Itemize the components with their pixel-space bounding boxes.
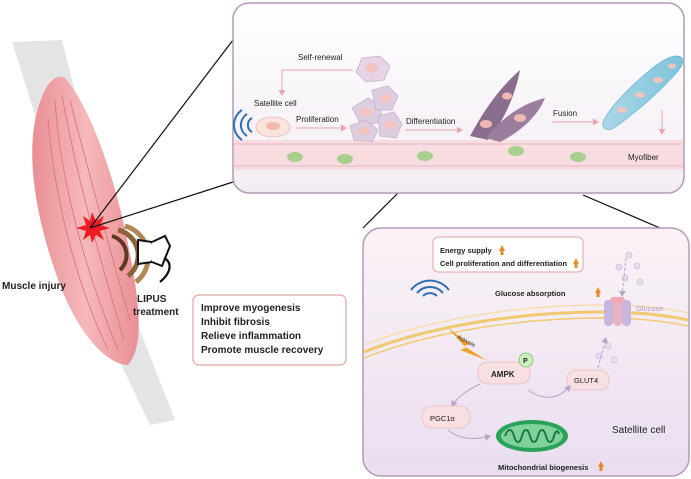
glut4-transporter-icon (604, 297, 631, 326)
ultrasound-transducer-icon (111, 223, 172, 284)
cell-membrane (363, 304, 689, 359)
proliferating-cells (349, 85, 403, 143)
energy-box (432, 236, 584, 273)
ampk-to-glut4-arrow (527, 385, 571, 398)
effects-box (192, 294, 347, 366)
myofiber-label: Myofiber (628, 153, 659, 162)
lipus-label-line2: treatment (133, 307, 179, 318)
effect-item: Promote muscle recovery (201, 345, 324, 356)
energy-supply-label: Energy supply (440, 246, 493, 255)
zoom-line-lower-right (582, 194, 661, 229)
pgc1a-to-mito-arrow (447, 429, 491, 441)
proliferation-label: Proliferation (296, 115, 339, 124)
up-arrow-icon (598, 461, 604, 471)
ampk-label: AMPK (491, 370, 515, 379)
activate-lightning-icon (448, 328, 486, 360)
mitochondria-icon (496, 420, 568, 452)
effect-item: Inhibit fibrosis (201, 317, 270, 328)
phosphate-badge (518, 352, 534, 368)
glucose-label: Glucose (636, 304, 664, 313)
ultrasound-waves-icon (233, 109, 253, 141)
glucose-in-arrow (619, 257, 627, 297)
differentiation-label: Differentiation (406, 117, 455, 126)
phosphate-label: P (523, 358, 528, 365)
myofiber-cell (602, 55, 684, 130)
pgc1a-label: PGC1α (430, 414, 455, 423)
glucose-absorption-label: Glucose absorption (495, 289, 566, 298)
fusion-label: Fusion (553, 109, 577, 118)
satellite-cell-inner-label: Satellite cell (612, 425, 665, 436)
glut4-node (566, 369, 610, 391)
pgc1a-node (421, 405, 471, 429)
myoblast-cells (470, 70, 545, 142)
ampk-node (477, 361, 531, 385)
satellite-cell-label: Satellite cell (254, 99, 297, 108)
up-arrow-icon (499, 245, 505, 255)
muscle-injury-label: Muscle injury (2, 281, 66, 292)
cell-prolif-diff-label: Cell proliferation and differentiation (440, 259, 568, 268)
ampk-to-pgc1a-arrow (451, 383, 481, 407)
self-renewal-arrow (278, 69, 353, 96)
up-arrow-icon (595, 287, 601, 297)
lipus-label-line1: LIPUS (137, 294, 167, 305)
glut4-label: GLUT4 (574, 376, 598, 385)
zoom-line-lower-left (362, 192, 399, 229)
mito-biogenesis-label: Mitochondrial biogenesis (498, 463, 588, 472)
self-renewal-label: Self-renewal (298, 53, 343, 62)
ultrasound-waves-icon (410, 279, 450, 297)
up-arrow-icon (573, 258, 579, 268)
myofiber-band (234, 140, 683, 170)
zoom-line-bottom (89, 181, 234, 229)
satellite-cell-nucleus (266, 122, 280, 130)
effect-item: Improve myogenesis (201, 303, 301, 314)
zoom-line-top (89, 39, 234, 229)
effect-item: Relieve inflammation (201, 331, 301, 342)
glut4-translocate-arrow (597, 337, 609, 369)
